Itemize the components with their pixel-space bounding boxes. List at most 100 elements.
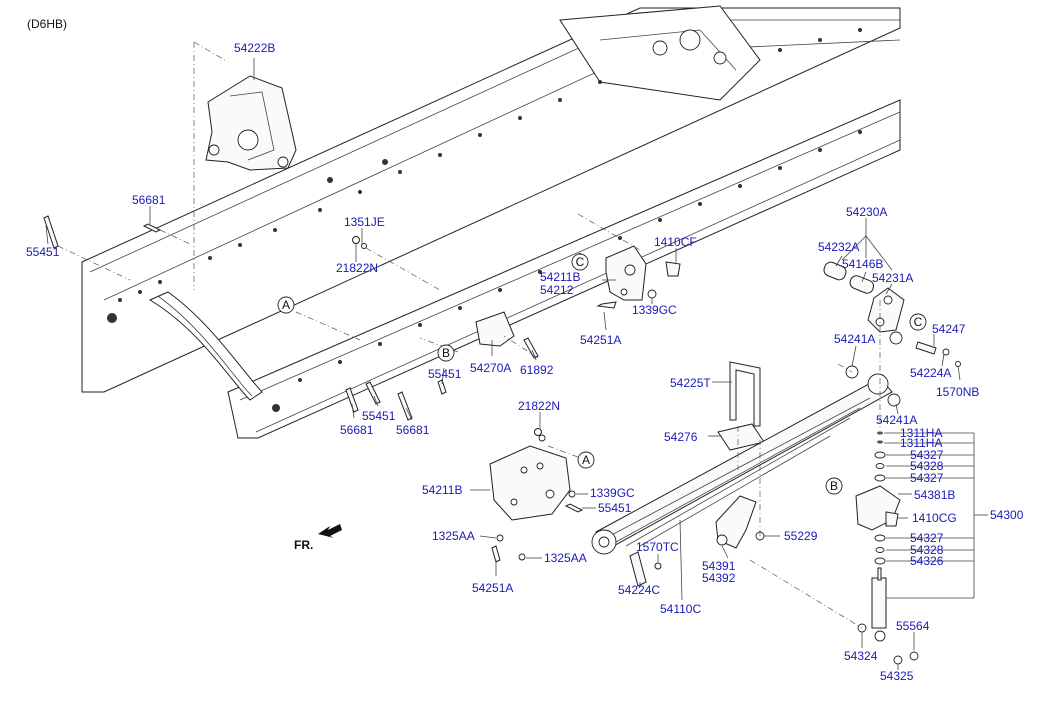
part-label[interactable]: 1570NB: [936, 385, 979, 399]
bolt-61892: [523, 337, 539, 359]
ref-marker-b1: B: [442, 346, 450, 360]
front-hanger-bracket: [489, 434, 571, 521]
nut-1339gc-lower: [568, 490, 576, 498]
shock-absorber-54300: [871, 431, 887, 642]
part-label[interactable]: 55451: [26, 245, 60, 259]
part-label[interactable]: 54224A: [910, 366, 951, 380]
ref-marker-c1: C: [576, 255, 585, 269]
part-label[interactable]: 55451: [428, 367, 462, 381]
part-label[interactable]: 54327: [910, 471, 944, 485]
part-label[interactable]: 54211B: [540, 270, 580, 284]
part-label[interactable]: 54391: [702, 559, 736, 573]
part-label[interactable]: 1325AA: [544, 551, 587, 565]
part-label[interactable]: 54251A: [580, 333, 621, 347]
part-label[interactable]: 54211B: [422, 483, 462, 497]
part-label[interactable]: 54230A: [846, 205, 887, 219]
front-direction-indicator: FR.: [294, 524, 342, 552]
part-label[interactable]: 55451: [598, 501, 632, 515]
part-label[interactable]: 54222B: [234, 41, 275, 55]
bolt-55451-br: [564, 503, 584, 513]
part-label[interactable]: 1339GC: [632, 303, 677, 317]
part-label[interactable]: 54241A: [876, 413, 917, 427]
part-label[interactable]: 56681: [396, 423, 430, 437]
hanger-bracket-54222b: [205, 75, 297, 171]
part-label[interactable]: 1570TC: [636, 540, 679, 554]
part-label[interactable]: 61892: [520, 363, 554, 377]
nut-1325aa-1: [496, 534, 504, 542]
part-label[interactable]: 54232A: [818, 240, 859, 254]
bolt-1410cg: [885, 511, 899, 527]
part-label[interactable]: 54247: [932, 322, 966, 336]
ref-marker-a1: A: [282, 298, 290, 312]
pin-54224c: [629, 551, 647, 587]
bolt-55451-low: [365, 381, 381, 405]
part-label[interactable]: 21822N: [336, 261, 378, 275]
nut-1351je: [361, 243, 367, 249]
shackle-bracket-upper: [605, 245, 647, 301]
bolt-55451-mid: [437, 379, 447, 395]
chassis-frame: [81, 5, 901, 439]
front-arrow-icon: [318, 524, 342, 538]
part-label[interactable]: 54212: [540, 283, 574, 297]
bolt-54251a-top: [596, 301, 617, 309]
part-label[interactable]: 54327: [910, 448, 944, 462]
diagram-code: (D6HB): [27, 17, 67, 31]
u-bolt-54225t: [729, 361, 761, 427]
ref-marker-c2: C: [914, 315, 923, 329]
nut-21822n-low: [534, 428, 542, 436]
part-label[interactable]: 54328: [910, 543, 944, 557]
part-label[interactable]: 1410CF: [654, 235, 697, 249]
nut-1570tc: [654, 562, 662, 570]
part-label[interactable]: 54381B: [914, 488, 955, 502]
part-label[interactable]: 54241A: [834, 332, 875, 346]
part-label[interactable]: 54327: [910, 531, 944, 545]
ref-marker-a2: A: [582, 453, 590, 467]
part-label[interactable]: 54392: [702, 571, 736, 585]
part-label[interactable]: 21822N: [518, 399, 560, 413]
part-label[interactable]: 1311HA: [900, 436, 942, 450]
part-label[interactable]: 1339GC: [590, 486, 635, 500]
bolt-1410cf: [665, 261, 681, 277]
bolt-56681-low1: [345, 387, 359, 413]
bolt-group: [43, 215, 662, 587]
part-label[interactable]: 54324: [844, 649, 878, 663]
part-label[interactable]: 55564: [896, 619, 930, 633]
shackle-assembly: [823, 261, 961, 367]
part-label[interactable]: 54110C: [660, 602, 701, 616]
part-label[interactable]: 1311HA: [900, 426, 942, 440]
nut-55564: [909, 651, 919, 661]
nut-1325aa-2: [518, 553, 526, 561]
part-label[interactable]: 54270A: [470, 361, 511, 375]
part-label[interactable]: 54225T: [670, 376, 711, 390]
nut-21822n-top: [352, 236, 360, 244]
leaf-spring-54110c: [591, 373, 893, 555]
bolt-55451-top: [43, 215, 59, 249]
part-label[interactable]: 54326: [910, 554, 944, 568]
bushing-54241a-low: [887, 393, 901, 407]
part-label[interactable]: 55229: [784, 529, 818, 543]
part-label[interactable]: 56681: [132, 193, 166, 207]
part-label[interactable]: 1410CG: [912, 511, 957, 525]
part-label[interactable]: 54224C: [618, 583, 660, 597]
guide-lines: [57, 41, 881, 629]
part-label[interactable]: 54276: [664, 430, 698, 444]
part-label[interactable]: 54328: [910, 459, 944, 473]
bolt-54251a-low: [491, 545, 501, 563]
leader-lines: [45, 58, 988, 670]
part-label[interactable]: 54231A: [872, 271, 913, 285]
part-label[interactable]: 54146B: [842, 257, 883, 271]
part-label[interactable]: 54325: [880, 669, 914, 683]
washer-54325: [893, 655, 903, 665]
part-label[interactable]: 55451: [362, 409, 396, 423]
part-label[interactable]: 56681: [340, 423, 374, 437]
nut-1339gc-upper: [647, 289, 657, 299]
reference-markers: A B C C A B: [277, 253, 927, 495]
part-label[interactable]: 1351JE: [344, 215, 385, 229]
front-label: FR.: [294, 538, 313, 552]
part-label[interactable]: 54251A: [472, 581, 513, 595]
bracket-54270a: [475, 311, 515, 347]
part-label[interactable]: 54300: [990, 508, 1024, 522]
ref-marker-b2: B: [830, 479, 838, 493]
part-label[interactable]: 1325AA: [432, 529, 475, 543]
